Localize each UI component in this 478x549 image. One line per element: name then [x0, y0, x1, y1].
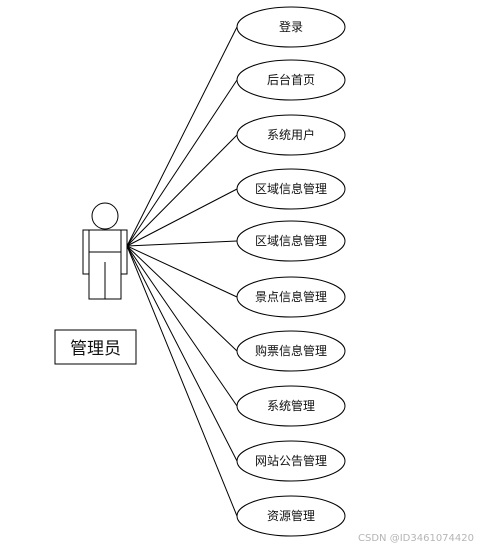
use-case-ellipse — [236, 495, 346, 537]
use-case-label: 系统用户 — [267, 127, 315, 142]
actor-label: 管理员 — [70, 339, 121, 359]
association-line — [126, 245, 238, 462]
use-case-ellipse — [236, 6, 346, 48]
use-case-label: 购票信息管理 — [255, 343, 327, 358]
association-line — [126, 79, 238, 247]
use-case: 景点信息管理 — [236, 276, 346, 318]
use-case-label: 后台首页 — [267, 72, 315, 87]
association-line — [126, 134, 238, 247]
use-case-list: 登录后台首页系统用户区域信息管理区域信息管理景点信息管理购票信息管理系统管理网站… — [236, 6, 346, 537]
use-case: 后台首页 — [236, 59, 346, 101]
use-case-ellipse — [236, 59, 346, 101]
use-case: 登录 — [236, 6, 346, 48]
use-case: 区域信息管理 — [236, 220, 346, 262]
use-case-ellipse — [236, 440, 346, 482]
use-case-label: 区域信息管理 — [255, 181, 327, 196]
actor-head — [91, 202, 119, 230]
association-line — [126, 240, 238, 247]
use-case-label: 系统管理 — [267, 398, 315, 413]
use-case-label: 区域信息管理 — [255, 233, 327, 248]
use-case-ellipse — [236, 220, 346, 262]
use-case-ellipse — [236, 168, 346, 210]
association-line — [126, 26, 238, 247]
association-line — [126, 245, 238, 352]
association-line — [126, 245, 238, 517]
use-case-ellipse — [236, 385, 346, 427]
use-case-label: 网站公告管理 — [255, 453, 327, 468]
use-case: 网站公告管理 — [236, 440, 346, 482]
use-case-ellipse — [236, 114, 346, 156]
association-line — [126, 245, 238, 298]
association-line — [126, 245, 238, 407]
use-case-ellipse — [236, 330, 346, 372]
actor-label-box: 管理员 — [54, 329, 137, 365]
use-case: 资源管理 — [236, 495, 346, 537]
actor-figure — [82, 202, 128, 300]
association-line — [126, 188, 238, 247]
actor-right-arm — [120, 229, 128, 275]
use-case: 购票信息管理 — [236, 330, 346, 372]
use-case-label: 景点信息管理 — [255, 289, 327, 304]
use-case: 系统用户 — [236, 114, 346, 156]
association-lines — [126, 26, 238, 517]
watermark: CSDN @ID3461074420 — [358, 533, 474, 544]
use-case-ellipse — [236, 276, 346, 318]
use-case: 区域信息管理 — [236, 168, 346, 210]
actor-left-arm — [82, 229, 90, 275]
use-case-label: 资源管理 — [267, 508, 315, 523]
use-case-label: 登录 — [279, 19, 303, 34]
use-case: 系统管理 — [236, 385, 346, 427]
